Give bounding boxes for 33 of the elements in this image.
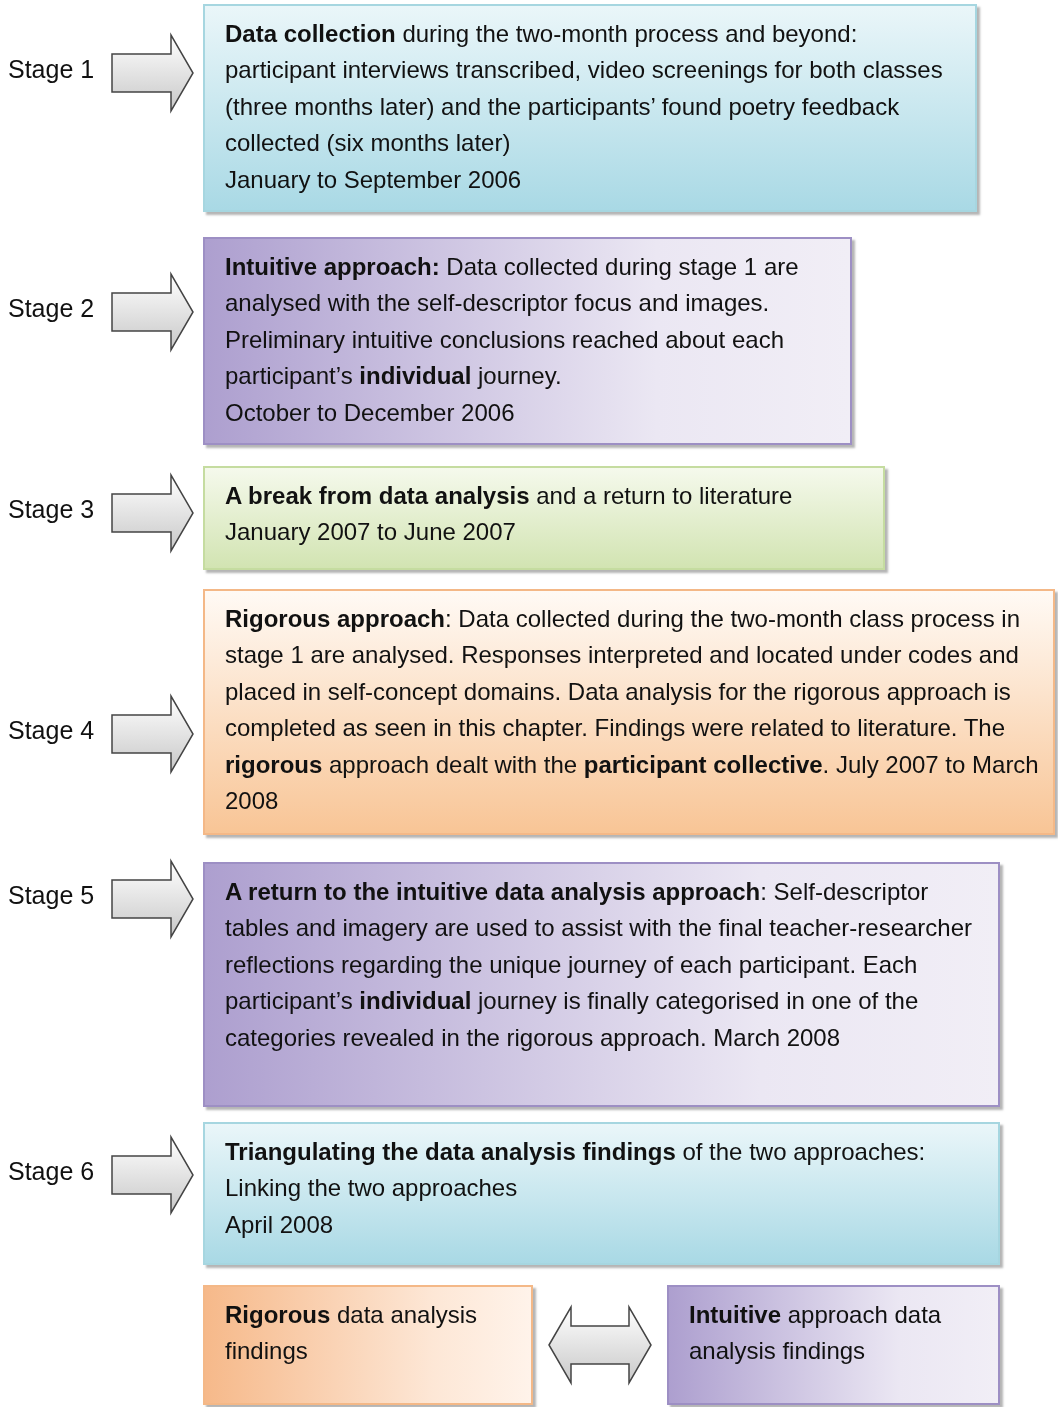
date-text: October to December 2006	[225, 397, 516, 428]
date-text: January 2007 to June 2007	[225, 517, 517, 548]
stage-box	[203, 862, 1000, 1107]
block-arrow	[548, 1304, 652, 1386]
block-arrow	[111, 271, 194, 353]
stage-box	[203, 466, 885, 570]
stage-box	[203, 589, 1055, 835]
stage-box	[667, 1285, 1000, 1405]
description-text: Intuitive approach data analysis findings	[689, 1300, 943, 1367]
stage-box	[203, 237, 852, 445]
stage-label: Stage 3	[8, 495, 103, 531]
date-text: January to September 2006	[225, 164, 523, 195]
block-arrow	[111, 472, 194, 554]
date-text: April 2008	[225, 1209, 335, 1240]
description-text: A return to the intuitive data analysis approach: Self-descriptor tables and imagery are used to assist with the final teacher-researcher reflections regarding the unique journey of each participant. Each participant’s individual journey is finally categorised in one of the categories revealed in the rigorous approach. March 2008	[225, 877, 974, 1053]
block-arrow	[111, 858, 194, 940]
stage-box	[203, 1122, 1000, 1265]
description-text: Data collection during the two-month process and beyond: participant interviews transcribed, video screenings for both classes (three months later) and the participants’ found poetry feedback collected (six months later)	[225, 19, 944, 159]
stage-label: Stage 2	[8, 294, 103, 330]
stage-box	[203, 1285, 533, 1405]
stage-label: Stage 1	[8, 55, 103, 91]
stage-box	[203, 4, 977, 212]
stage-label: Stage 5	[8, 881, 103, 917]
block-arrow	[111, 1134, 194, 1216]
description-text: Intuitive approach: Data collected during stage 1 are analysed with the self-descriptor focus and images. Preliminary intuitive conclusions reached about each participant’s individual journey.	[225, 252, 800, 392]
description-text: Rigorous approach: Data collected during the two-month class process in stage 1 are analysed. Responses interpreted and located under codes and placed in self-concept domains. Data analysis for the rigorous approach is completed as seen in this chapter. Findings were related to literature. The rigorous approach dealt with the participant collective. July 2007 to March 2008	[225, 604, 1040, 817]
block-arrow	[111, 32, 194, 114]
stage-label: Stage 6	[8, 1157, 103, 1193]
description-text: Triangulating the data analysis findings of the two approaches: Linking the two approaches	[225, 1137, 927, 1204]
stage-label: Stage 4	[8, 716, 103, 752]
block-arrow	[111, 693, 194, 775]
description-text: Rigorous data analysis findings	[225, 1300, 479, 1367]
description-text: A break from data analysis and a return to literature	[225, 481, 794, 511]
